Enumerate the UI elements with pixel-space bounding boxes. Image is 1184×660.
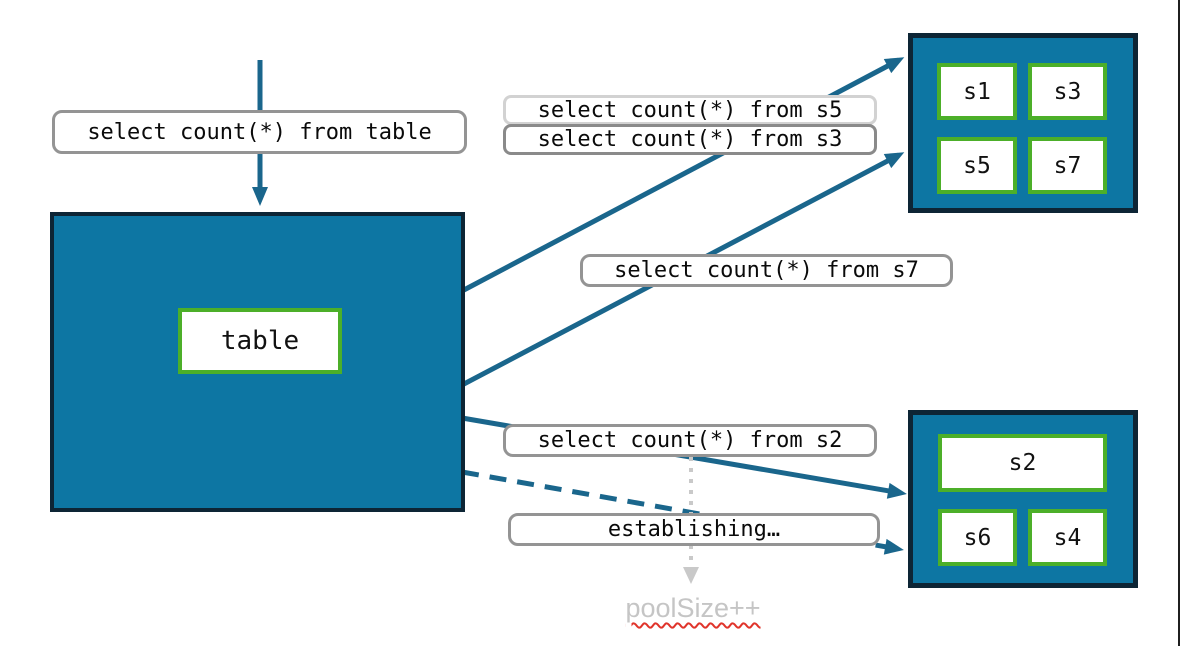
shard-s7: s7: [1028, 137, 1107, 194]
shard-s5-label: s5: [963, 152, 991, 179]
query-label-s3-text: select count(*) from s3: [537, 127, 843, 152]
shard-s6: s6: [938, 509, 1017, 566]
shard-s4-label: s4: [1053, 524, 1082, 551]
poolsize-annotation-text: poolSize++: [625, 593, 761, 623]
query-label-s5: select count(*) from s5: [503, 95, 877, 125]
slide-edge-line: [1178, 0, 1180, 646]
query-label-table-text: select count(*) from table: [87, 119, 432, 145]
shard-group-top: s1 s3 s5 s7: [908, 33, 1138, 213]
establishing-label-text: establishing…: [607, 517, 781, 542]
shard-s6-label: s6: [963, 524, 992, 551]
query-label-table: select count(*) from table: [52, 110, 467, 154]
shard-s1: s1: [937, 63, 1017, 120]
shard-s3-label: s3: [1053, 78, 1082, 105]
shard-s2: s2: [938, 434, 1107, 492]
query-label-s7-text: select count(*) from s7: [614, 258, 919, 283]
establishing-label: establishing…: [508, 513, 880, 546]
table-box: table: [50, 212, 465, 512]
query-label-s3: select count(*) from s3: [503, 124, 877, 155]
shard-s1-label: s1: [963, 78, 991, 105]
query-label-s2: select count(*) from s2: [503, 424, 877, 457]
table-label: table: [220, 326, 300, 356]
shard-s2-label: s2: [1008, 450, 1037, 476]
shard-s4: s4: [1028, 509, 1107, 566]
shard-s5: s5: [937, 137, 1017, 194]
shard-s3: s3: [1028, 63, 1107, 120]
query-label-s7: select count(*) from s7: [580, 254, 953, 287]
query-label-s2-text: select count(*) from s2: [537, 428, 843, 453]
query-label-s5-text: select count(*) from s5: [537, 97, 843, 123]
shard-group-bottom: s2 s6 s4: [908, 410, 1138, 588]
shard-s7-label: s7: [1053, 152, 1082, 179]
poolsize-annotation: poolSize++: [593, 593, 793, 624]
table-label-box: table: [178, 308, 342, 374]
